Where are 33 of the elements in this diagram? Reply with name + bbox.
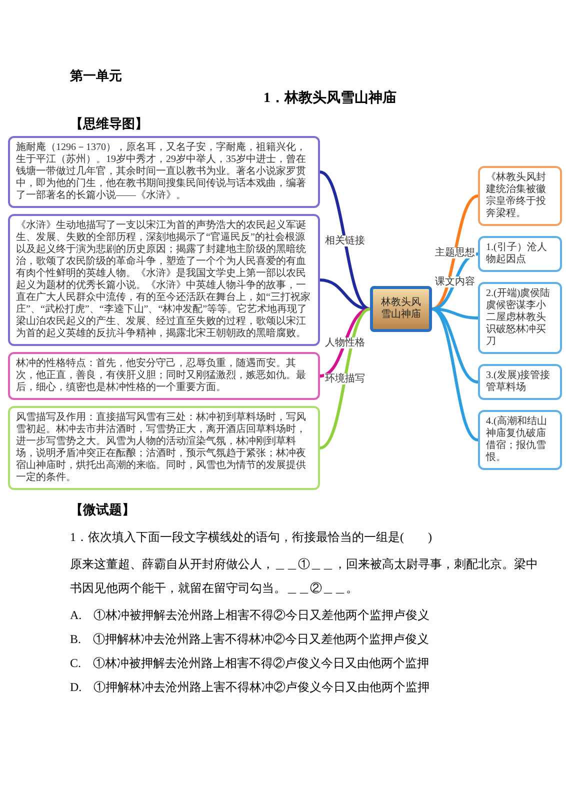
- branch-line: [431, 308, 479, 442]
- branch-line: [319, 308, 371, 450]
- text-line: D. ①押解林冲去沧州路上害不得林冲②卢俊义今日又由他两个监押: [70, 679, 431, 696]
- text-line: 【思维导图】: [70, 115, 149, 133]
- text-line: 1．依次填入下面一段文字横线处的语句，衔接最恰当的一组是( ): [70, 529, 433, 546]
- branch-label: 课文内容: [434, 276, 476, 287]
- text-line: A. ①林冲被押解去沧州路上相害不得②今日又差他两个监押卢俊义: [70, 607, 431, 624]
- text-box: 4.(高潮和结山神庙复仇破庙借宿；报仇雪恨。: [478, 410, 562, 470]
- branch-line: [320, 308, 370, 378]
- title: 1．林教头风雪山神庙: [262, 88, 398, 108]
- text-line: 【微试题】: [70, 501, 136, 519]
- branch-line: [432, 308, 478, 384]
- text-box: 1.(引子）沧人物起因点: [478, 236, 562, 272]
- branch-line: [319, 170, 371, 310]
- text-line: 第一单元: [70, 67, 123, 85]
- text-box: 2.(开端)虞侯陆虞候密谋李小二屋虑林教头识破怒林冲买刀: [478, 282, 562, 354]
- text-box: 风雪描写及作用：直接描写风雪有三处：林冲初到草料场时，写风雪初起。林冲去市井沽酒时，写雪势正大，离开酒店回草料场时，进一步写雪势之大。风雪为人物的活动渲染气氛，林冲刚到草料场，说明矛盾冲突正在酝酿；沽酒时，预示气氛趋于紧张；林冲夜宿山神庙时，烘托出高潮的来临。同时，风雪也为情节的发展提供一定的条件。: [8, 406, 320, 490]
- text-box: 3.(发展)接管接管草料场: [478, 364, 562, 400]
- text-box: 林冲的性格特点：首先，他安分守己，忍辱负重，随遇而安。其次，他正直，善良，有侠肝义胆；同时又刚猛激烈，嫉恶如仇。最后，细心，缜密也是林冲性格的一个重要方面。: [8, 352, 320, 400]
- text-box: 施耐庵（1296－1370），原名耳，又名子安，字耐庵，祖籍兴化，生于平江（苏州）。19岁中秀才，29岁中举人，35岁中进士，曾在钱塘一带做过几年官，其余时间一直以教书为业。著名小说家罗贯中，即为他的门生，他在教书期间搜集民间传说与话本戏曲，编著了一部著名的长篇小说——《水浒》。: [8, 136, 320, 208]
- branch-label: 环境描写: [324, 373, 366, 384]
- text-line: C. ①林冲被押解去沧州路上相害不得②卢俊义今日又由他两个监押: [70, 655, 430, 672]
- branch-line: [432, 308, 478, 320]
- text-box: 《林教头风封建统治集被徽宗皇帝终于投奔梁程。: [478, 166, 562, 226]
- question-passage: 原来这董超、薛霸自从开封府做公人，＿＿①＿＿，回来被高太尉寻事，刺配北京。梁中书因见他两个能干，就留在留守司勾当。＿＿②＿＿。: [70, 556, 539, 597]
- central-topic-box: 林教头风雪山神庙: [370, 286, 432, 332]
- text-box: 《水浒》生动地描写了一支以宋江为首的声势浩大的农民起义军诞生、发展、失败的全部历程，深刻地揭示了“官逼民反”的社会根源以及起义终于演为悲剧的历史原因；揭露了封建地主阶级的黑暗统治，歌颂了农民阶级的革命斗争，塑造了一个个为人民喜爱的有血有肉个性鲜明的英雄人物。《水浒》是我国文学史上第一部以农民起义为题材的优秀长篇小说。《水浒》中英雄人物斗争的故事，一直在广大人民群众中流传，有的至今还活跃在舞台上，如“三打祝家庄”、“武松打虎”、“李逵下山”、“林冲发配”等等。它艺术地再现了梁山泊农民起义的产生、发展、经过直至失败的过程，歌颂以宋江为首的起义英雄的反抗斗争精神，揭露北宋王朝朝政的黑暗腐败。: [8, 214, 320, 346]
- branch-label: 人物性格: [324, 337, 366, 348]
- branch-label: 主题思想: [434, 247, 476, 258]
- branch-line: [431, 194, 479, 310]
- branch-label: 相关链接: [324, 235, 366, 246]
- text-line: B. ①押解林冲去沧州路上害不得林冲②今日又差他两个监押卢俊义: [70, 631, 430, 648]
- branch-line: [320, 278, 370, 310]
